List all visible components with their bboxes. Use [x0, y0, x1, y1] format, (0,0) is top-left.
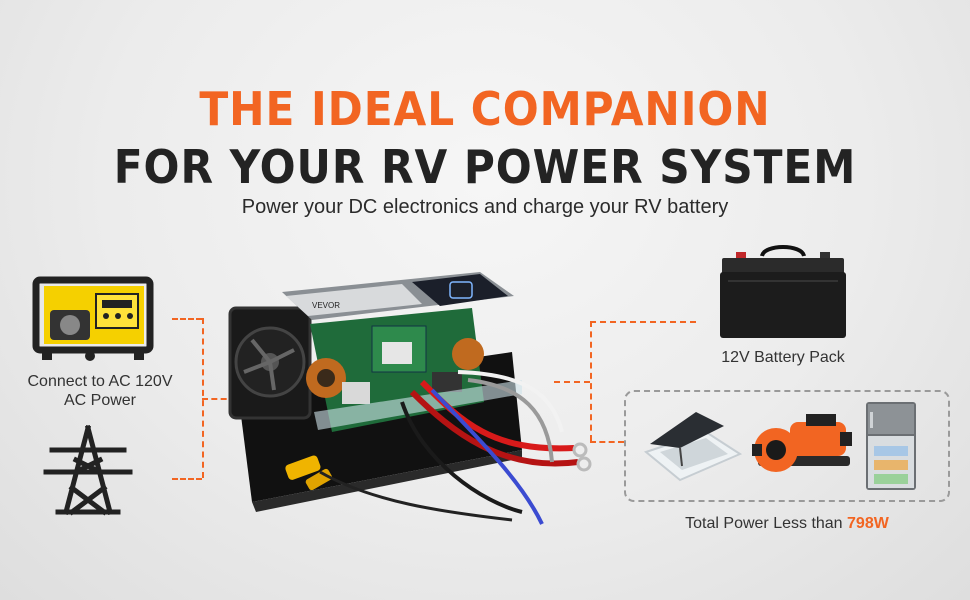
connector-generator — [172, 318, 202, 320]
headline-line2: FOR YOUR RV POWER SYSTEM — [113, 140, 857, 194]
subtitle: Power your DC electronics and charge you… — [241, 196, 729, 218]
connector-vertical-right — [590, 321, 592, 441]
device-brand: VEVOR — [312, 301, 340, 310]
battery-label: 12V Battery Pack — [721, 349, 845, 366]
water-pump-icon — [752, 414, 852, 472]
ac-power-label-line1: Connect to AC 120V — [27, 373, 173, 390]
ac-power-label: Connect to AC 120V AC Power — [10, 372, 190, 410]
headline-line1: THE IDEAL COMPANION — [199, 82, 771, 136]
connector-from-device — [554, 381, 590, 383]
ac-power-label-line2: AC Power — [63, 392, 137, 409]
roof-vent-fan-icon — [643, 412, 743, 482]
connector-loads — [590, 441, 624, 443]
loads-label-prefix: Total Power Less than — [685, 515, 848, 532]
refrigerator-icon — [866, 402, 916, 490]
power-tower-icon — [43, 424, 133, 516]
connector-tower — [172, 478, 202, 480]
loads-power-value: 798W — [847, 515, 889, 532]
generator-icon — [32, 276, 154, 361]
connector-battery — [590, 321, 696, 323]
converter-charger-icon: VEVOR — [228, 272, 592, 525]
battery-icon — [720, 245, 846, 338]
dc-loads-box — [624, 390, 950, 502]
connector-to-device — [202, 398, 236, 400]
loads-label: Total Power Less than 798W — [624, 515, 950, 533]
